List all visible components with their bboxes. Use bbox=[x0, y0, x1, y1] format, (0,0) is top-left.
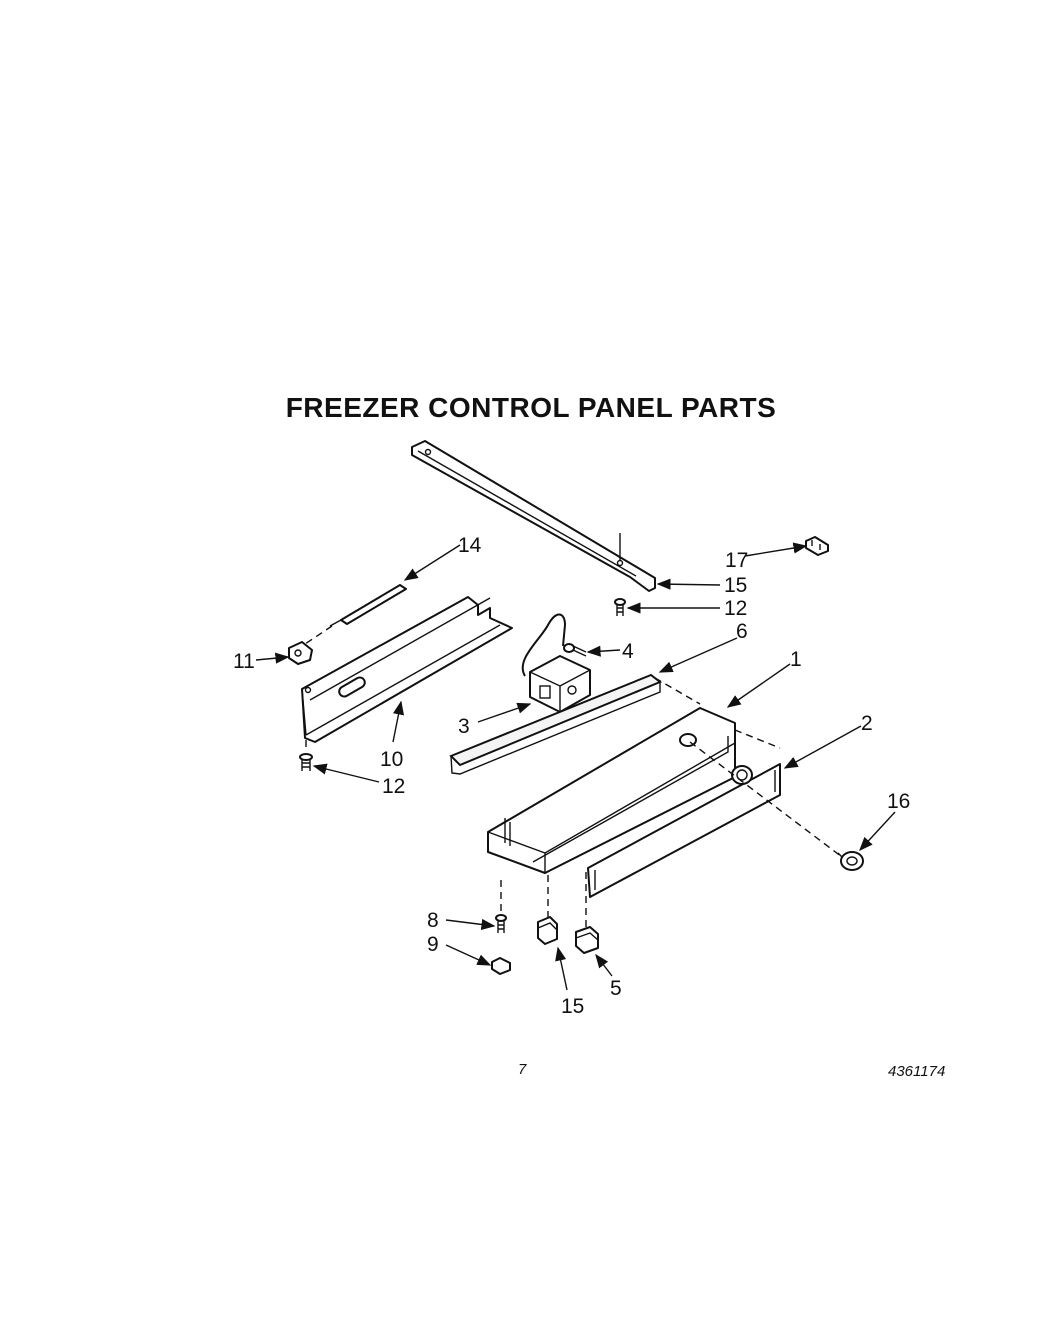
document-number: 4361174 bbox=[888, 1063, 946, 1080]
part-12-screw-left bbox=[299, 753, 313, 771]
part-9-nut bbox=[491, 957, 511, 975]
callout-13: 14 bbox=[458, 534, 482, 557]
callout-12-left: 12 bbox=[382, 775, 405, 798]
callout-1: 1 bbox=[790, 648, 802, 671]
part-12-screw-top bbox=[614, 598, 626, 616]
page-number: 7 bbox=[518, 1061, 527, 1078]
diagram-title: FREEZER CONTROL PANEL PARTS bbox=[285, 392, 777, 423]
part-2-panel bbox=[587, 763, 781, 898]
callout-6: 6 bbox=[736, 620, 748, 643]
part-8-screw bbox=[495, 914, 507, 933]
part-3-control bbox=[521, 613, 591, 713]
part-17-clip bbox=[805, 536, 829, 556]
part-13-sensor-bulb bbox=[304, 584, 407, 645]
callout-9: 9 bbox=[427, 933, 439, 956]
part-5-clip bbox=[575, 926, 599, 954]
callout-15: 15 bbox=[561, 995, 584, 1018]
callout-2: 2 bbox=[861, 712, 873, 735]
part-11-clip bbox=[288, 641, 313, 665]
callout-5: 5 bbox=[610, 977, 622, 1000]
part-10-bracket bbox=[301, 596, 513, 743]
callout-10: 10 bbox=[380, 748, 403, 771]
part-4-screw bbox=[563, 643, 587, 657]
callout-11: 11 bbox=[233, 650, 255, 673]
part-14-bracket-strip bbox=[411, 440, 656, 592]
callout-14: 15 bbox=[724, 574, 747, 597]
part-15-clip bbox=[537, 916, 558, 945]
callout-4: 4 bbox=[622, 640, 634, 663]
callout-17: 17 bbox=[725, 549, 748, 572]
part-16-knob bbox=[837, 851, 864, 871]
callout-12-top: 12 bbox=[724, 597, 747, 620]
callout-16: 16 bbox=[887, 790, 910, 813]
callout-3: 3 bbox=[458, 715, 470, 738]
callout-8: 8 bbox=[427, 909, 439, 932]
part-6-gasket bbox=[449, 673, 662, 775]
